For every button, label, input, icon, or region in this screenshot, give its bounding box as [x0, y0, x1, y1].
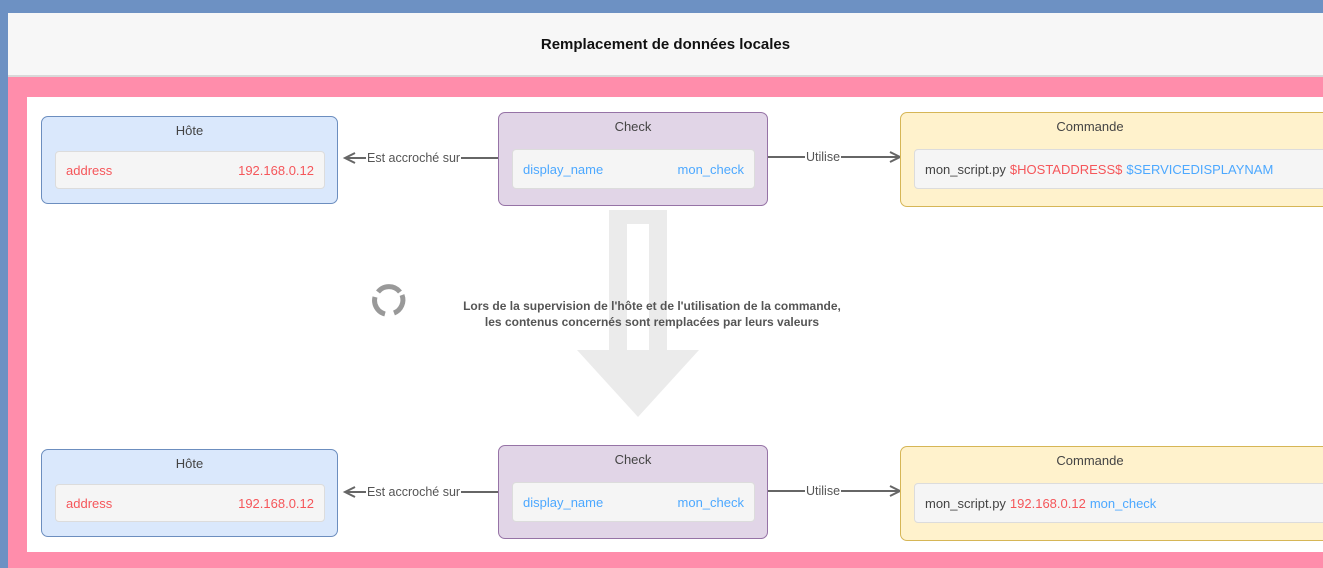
command-arg-service: $SERVICEDISPLAYNAM [1126, 161, 1274, 177]
check-box-after: Check display_name mon_check [498, 445, 768, 539]
check-value: mon_check [677, 494, 744, 510]
check-title: Check [614, 452, 652, 467]
command-arg-host: $HOSTADDRESS$ [1009, 161, 1123, 177]
check-box-before: Check display_name mon_check [498, 112, 768, 206]
command-script: mon_script.py [925, 161, 1006, 177]
command-arg-host: 192.168.0.12 [1009, 495, 1086, 511]
host-title: Hôte [175, 456, 204, 471]
host-property: address 192.168.0.12 [55, 484, 325, 522]
check-title: Check [614, 119, 652, 134]
check-value: mon_check [677, 161, 744, 177]
command-property: mon_script.py $HOSTADDRESS$ $SERVICEDISP… [914, 149, 1323, 189]
edge-label-uses: Utilise [805, 484, 842, 498]
edge-label-attached: Est accroché sur [366, 151, 462, 165]
command-box-after: Commande mon_script.py 192.168.0.12 mon_… [900, 446, 1323, 541]
host-property: address 192.168.0.12 [55, 151, 325, 189]
note-line-1: Lors de la supervision de l'hôte et de l… [463, 299, 841, 313]
command-box-before: Commande mon_script.py $HOSTADDRESS$ $SE… [900, 112, 1323, 207]
edge-label-uses: Utilise [805, 150, 842, 164]
refresh-icon [372, 284, 406, 317]
replacement-note: Lors de la supervision de l'hôte et de l… [402, 298, 902, 330]
check-key: display_name [523, 494, 604, 510]
host-key: address [66, 495, 113, 511]
check-property: display_name mon_check [512, 149, 755, 189]
note-line-2: les contenus concernés sont remplacées p… [484, 315, 820, 329]
check-key: display_name [523, 161, 604, 177]
host-box-before: Hôte address 192.168.0.12 [41, 116, 338, 204]
edge-label-attached: Est accroché sur [366, 485, 462, 499]
command-script: mon_script.py [925, 495, 1006, 511]
check-property: display_name mon_check [512, 482, 755, 522]
command-title: Commande [1056, 453, 1124, 468]
command-arg-service: mon_check [1089, 495, 1157, 511]
diagram-frame: Hôte address 192.168.0.12 Est accroché s… [8, 77, 1323, 568]
page-title: Remplacement de données locales [8, 13, 1323, 77]
down-arrow-icon [577, 210, 699, 417]
page-title-text: Remplacement de données locales [540, 35, 791, 53]
command-title: Commande [1056, 119, 1124, 134]
diagram-canvas: Hôte address 192.168.0.12 Est accroché s… [27, 97, 1323, 552]
host-value: 192.168.0.12 [238, 495, 314, 511]
host-key: address [66, 162, 113, 178]
host-box-after: Hôte address 192.168.0.12 [41, 449, 338, 537]
host-title: Hôte [175, 123, 204, 138]
host-value: 192.168.0.12 [238, 162, 314, 178]
command-property: mon_script.py 192.168.0.12 mon_check [914, 483, 1323, 523]
